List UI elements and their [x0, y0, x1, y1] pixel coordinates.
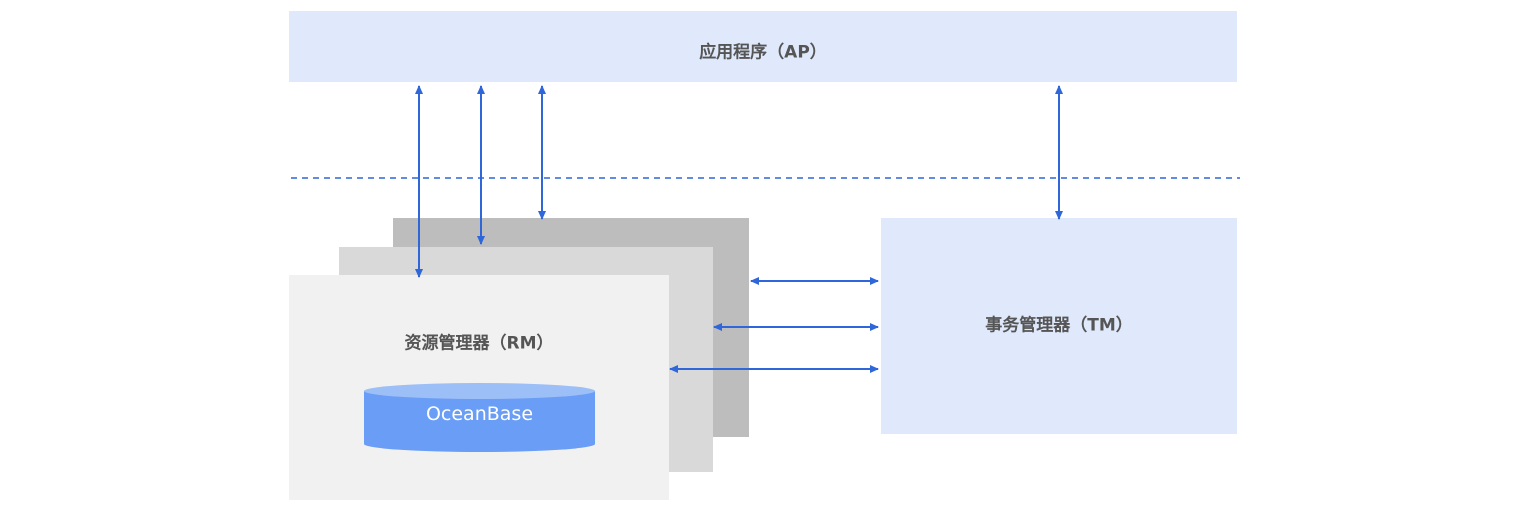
transaction-manager-box: 事务管理器（TM） — [881, 218, 1237, 434]
application-program-box: 应用程序（AP） — [289, 11, 1237, 82]
oceanbase-label: OceanBase — [425, 403, 534, 425]
application-program-label: 应用程序（AP） — [699, 42, 827, 63]
resource-manager-label: 资源管理器（RM） — [404, 333, 554, 354]
database-cylinder-icon — [364, 383, 595, 452]
transaction-manager-label: 事务管理器（TM） — [985, 315, 1133, 336]
